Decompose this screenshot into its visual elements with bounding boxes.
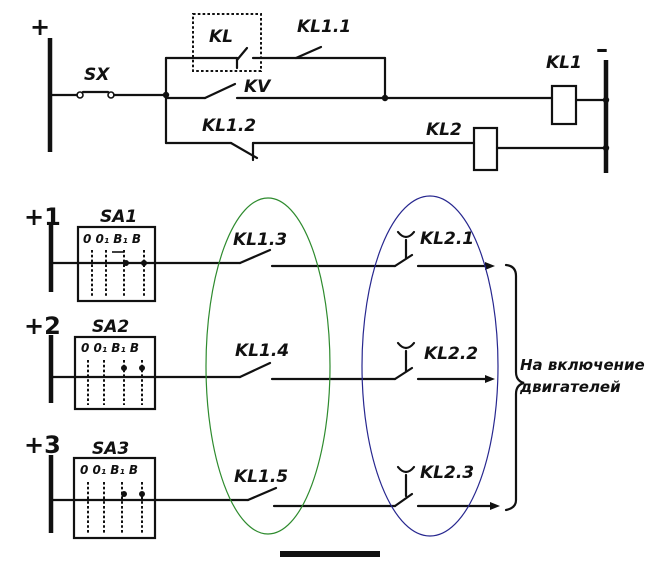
blue-highlight-ellipse [361, 195, 499, 537]
top-circuit: + – SX KL KL1.1 K [30, 13, 610, 173]
switch-header: 0 0₁ B₁ B [83, 232, 141, 246]
switch-header: 0 0₁ B₁ B [80, 463, 138, 477]
control-row-2: +2 SA2 0 0₁ B₁ B KL1.4 KL2.2 [24, 312, 495, 411]
row-polarity-label: +1 [24, 203, 61, 231]
switch-box [72, 456, 157, 540]
plus-terminal-label: + [30, 13, 50, 41]
scan-edge-artifact [280, 551, 380, 557]
contact2-label: KL2.2 [424, 344, 478, 364]
contact1-label: KL1.4 [235, 341, 289, 361]
kl2-coil-label: KL2 [426, 120, 462, 140]
output-label-line1: На включение [520, 356, 645, 374]
contact2-label: KL2.3 [420, 463, 474, 483]
sx-label: SX [84, 65, 110, 85]
contact1-label: KL1.5 [234, 467, 288, 487]
kv-label: KV [244, 77, 272, 97]
row-polarity-label: +2 [24, 312, 61, 340]
control-row-1: +1 SA1 0 0₁ B₁ B KL1.3 KL2.1 [24, 203, 495, 303]
output-brace [504, 263, 525, 512]
green-highlight-ellipse [205, 197, 331, 535]
kl1-coil-label: KL1 [546, 53, 582, 73]
contact1-label: KL1.3 [233, 230, 287, 250]
switch-box [73, 335, 157, 411]
kl-box-label: KL [209, 27, 233, 47]
kl11-label: KL1.1 [297, 17, 351, 37]
switch-header: 0 0₁ B₁ B [81, 341, 139, 355]
kl2-coil [472, 126, 499, 172]
kl1-coil [550, 84, 578, 126]
sx-switch: SX [48, 65, 168, 99]
output-label-line2: двигателей [519, 378, 621, 396]
row-polarity-label: +3 [24, 431, 61, 459]
switch-label: SA3 [92, 439, 129, 459]
contact2-label: KL2.1 [420, 229, 474, 249]
switch-label: SA2 [92, 317, 129, 337]
minus-terminal-label: – [596, 35, 608, 63]
kl12-label: KL1.2 [202, 116, 256, 136]
kl-relay-box [192, 13, 262, 72]
switch-label: SA1 [100, 207, 137, 227]
control-row-3: +3 SA3 0 0₁ B₁ B KL1.5 KL2.3 [24, 431, 500, 540]
